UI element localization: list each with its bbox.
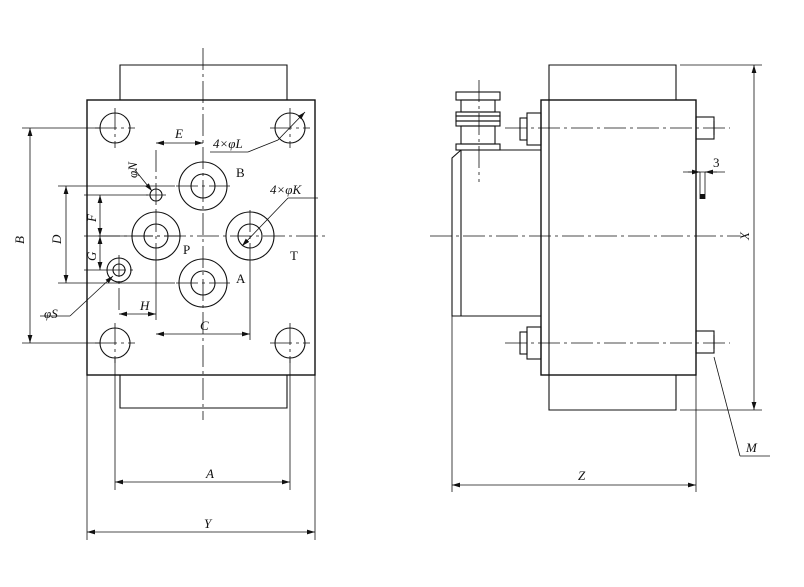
dim-y: Y xyxy=(86,375,316,540)
dim-e: E xyxy=(156,126,203,146)
port-label-b: B xyxy=(236,165,245,180)
svg-text:X: X xyxy=(737,231,752,241)
front-top-tab xyxy=(119,64,288,100)
svg-text:A: A xyxy=(205,466,214,481)
dim-z: Z xyxy=(451,316,697,492)
dim-f-g: F G xyxy=(84,194,148,271)
side-bottom-coil xyxy=(548,375,677,411)
dim-b: B xyxy=(12,127,100,344)
svg-text:Z: Z xyxy=(578,468,586,483)
mounting-holes xyxy=(95,108,310,363)
front-body xyxy=(86,99,316,376)
leader-s xyxy=(69,275,114,317)
svg-text:D: D xyxy=(49,234,64,245)
callout-m: M xyxy=(713,356,770,457)
port-label-p: P xyxy=(183,242,190,257)
callout-mount-holes: 4×φL xyxy=(213,136,243,151)
side-view: 3 M X Z xyxy=(430,64,770,492)
dim-c: C xyxy=(156,262,251,340)
dim-three: 3 xyxy=(683,155,725,199)
svg-text:B: B xyxy=(12,236,27,244)
svg-text:C: C xyxy=(200,318,209,333)
side-top-coil xyxy=(548,64,677,100)
side-body xyxy=(540,99,697,376)
dim-a: A xyxy=(114,358,291,490)
port-holes xyxy=(131,161,275,308)
callout-port-holes: 4×φK xyxy=(270,182,302,197)
svg-text:E: E xyxy=(174,126,183,141)
leader-l xyxy=(277,111,306,141)
front-view: B P T A 4×φL 4×φK φN φS E B xyxy=(12,48,325,540)
dim-d: D xyxy=(49,185,175,284)
front-bottom-tab xyxy=(119,375,288,409)
side-mount-plate xyxy=(451,149,541,317)
svg-text:G: G xyxy=(84,251,99,261)
dim-h: H xyxy=(119,262,157,320)
callout-pin-n: φN xyxy=(125,161,140,178)
port-label-t: T xyxy=(290,248,298,263)
leader-k xyxy=(241,197,289,247)
leader-n xyxy=(134,169,153,192)
callout-pin-s: φS xyxy=(44,306,58,321)
svg-text:3: 3 xyxy=(713,155,720,170)
port-label-a: A xyxy=(236,271,246,286)
svg-text:H: H xyxy=(139,298,150,313)
svg-text:M: M xyxy=(745,440,758,455)
dim-x: X xyxy=(680,64,762,411)
svg-text:Y: Y xyxy=(204,516,213,531)
side-connector xyxy=(455,80,501,182)
svg-text:F: F xyxy=(84,213,99,223)
